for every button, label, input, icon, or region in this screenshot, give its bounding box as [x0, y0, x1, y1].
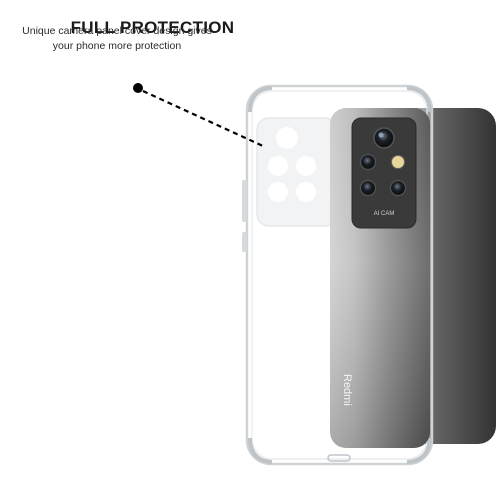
camera-lens-icon — [389, 179, 407, 197]
camera-cutout-1 — [276, 127, 298, 149]
camera-cutout-5 — [296, 182, 316, 202]
case-port-cutout — [327, 454, 351, 462]
camera-panel-cover — [256, 117, 338, 227]
camera-cutout-4 — [268, 182, 288, 202]
pointer-dot — [133, 83, 143, 93]
camera-lens-icon — [359, 179, 377, 197]
camera-label: AI CAM — [374, 211, 395, 217]
camera-module — [351, 117, 417, 229]
camera-lens-icon — [359, 153, 377, 171]
pointer-annotation — [133, 83, 264, 147]
headline-subtitle: Unique camera panel cover design gives y… — [12, 24, 222, 54]
case-button-cover — [242, 180, 247, 222]
camera-cutout-3 — [296, 156, 316, 176]
flash-icon — [391, 155, 405, 169]
camera-cutout-2 — [268, 156, 288, 176]
camera-lens-icon — [373, 127, 395, 149]
headline-subtitle-line-2: your phone more protection — [52, 40, 182, 52]
headline-subtitle-line-1: Unique camera panel cover design gives — [22, 25, 212, 37]
pointer-line — [142, 90, 264, 147]
phone-inside-case: AI CAM Redmi — [330, 108, 430, 448]
brand-label: Redmi — [341, 374, 353, 406]
